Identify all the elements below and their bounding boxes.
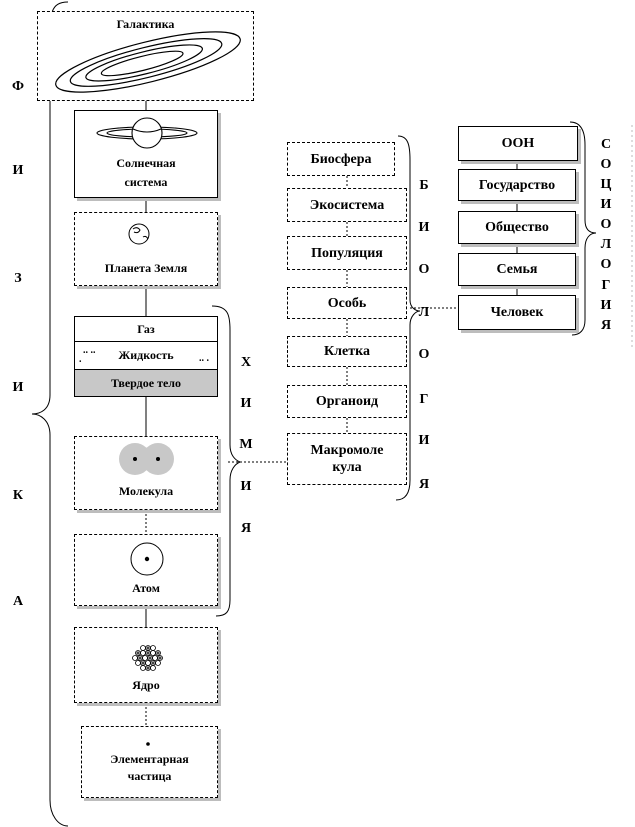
human-box: Человек (458, 295, 576, 330)
macromolecule-label-line2: кула (332, 460, 362, 475)
solar-system-label-line1: Солнечная (116, 156, 176, 170)
state-box: Государство (458, 169, 576, 201)
liquid-band: .. .. . .. . Жидкость (74, 342, 218, 370)
biology-letter: И (418, 220, 430, 235)
sociology-letter: О (600, 217, 612, 232)
chemistry-brace (211, 305, 242, 617)
atom-box: Атом (74, 534, 218, 606)
molecule-icon (119, 443, 174, 475)
solid-band: Твердое тело (74, 370, 218, 397)
cell-box: Клетка (287, 336, 407, 367)
biology-letter: О (418, 347, 430, 362)
physics-letter: К (12, 488, 24, 503)
sociology-letter: О (600, 157, 612, 172)
nucleus-box: Ядро (74, 627, 218, 703)
biology-letter: Я (418, 477, 430, 492)
individual-box: Особь (287, 287, 407, 319)
gas-band: Газ (74, 316, 218, 342)
nucleus-label: Ядро (132, 678, 160, 692)
earth-label: Планета Земля (104, 261, 188, 275)
macromolecule-box: Макромоле кула (287, 433, 407, 485)
biology-letter: Л (418, 305, 430, 320)
macromolecule-label-line1: Макромоле (310, 443, 384, 458)
physics-letter: И (12, 163, 24, 178)
chemistry-letter: И (240, 396, 252, 411)
liquid-label: Жидкость (118, 348, 174, 362)
particle-label-line1: Элементарная (110, 752, 189, 766)
sociology-brace (569, 121, 597, 336)
earth-box: Планета Земля (74, 212, 218, 286)
sociology-letter: И (600, 197, 612, 212)
nucleus-icon (132, 645, 163, 671)
sociology-letter: Я (600, 318, 612, 333)
atom-icon (130, 542, 164, 576)
sociology-letter: Г (601, 278, 611, 293)
chemistry-letter: М (239, 437, 253, 452)
physics-letter: И (12, 380, 24, 395)
sociology-letter: О (600, 257, 612, 272)
chemistry-letter: Я (240, 521, 252, 536)
biology-letter: Б (419, 178, 429, 193)
planet-with-ring-icon (96, 117, 198, 149)
earth-icon (128, 223, 150, 245)
physics-letter: З (14, 271, 22, 286)
galaxy-icon (55, 31, 241, 93)
biology-brace (395, 135, 421, 501)
sociology-letter: И (600, 298, 612, 313)
ecosystem-box: Экосистема (287, 188, 407, 222)
sociology-letter: Л (600, 237, 612, 252)
molecule-box: Молекула (74, 436, 218, 510)
biology-letter: Г (419, 392, 429, 407)
society-box: Общество (458, 211, 576, 244)
family-box: Семья (458, 253, 576, 286)
particle-box: Элементарная частица (81, 726, 218, 798)
biosphere-box: Биосфера (287, 142, 395, 176)
gas-label: Газ (137, 321, 155, 336)
physics-brace (31, 1, 69, 827)
organoid-box: Органоид (287, 385, 407, 418)
solar-system-label-line2: система (124, 175, 168, 189)
atom-label: Атом (132, 581, 160, 595)
chemistry-letter: И (240, 479, 252, 494)
sociology-letter: Ц (600, 177, 612, 192)
physics-letter: Ф (11, 79, 25, 94)
molecule-label: Молекула (118, 484, 174, 498)
un-box: ООН (458, 126, 578, 161)
solar-system-box: Солнечная система (74, 110, 218, 198)
galaxy-label: Галактика (116, 17, 175, 31)
galaxy-box: Галактика (37, 11, 254, 101)
solid-label: Твердое тело (110, 375, 182, 390)
population-box: Популяция (287, 236, 407, 270)
chemistry-letter: Х (240, 355, 252, 370)
biology-letter: И (418, 433, 430, 448)
sociology-letter: С (600, 137, 612, 152)
physics-letter: А (12, 594, 24, 609)
particle-label-line2: частица (127, 769, 172, 783)
particle-icon (146, 742, 150, 746)
biology-letter: О (418, 262, 430, 277)
